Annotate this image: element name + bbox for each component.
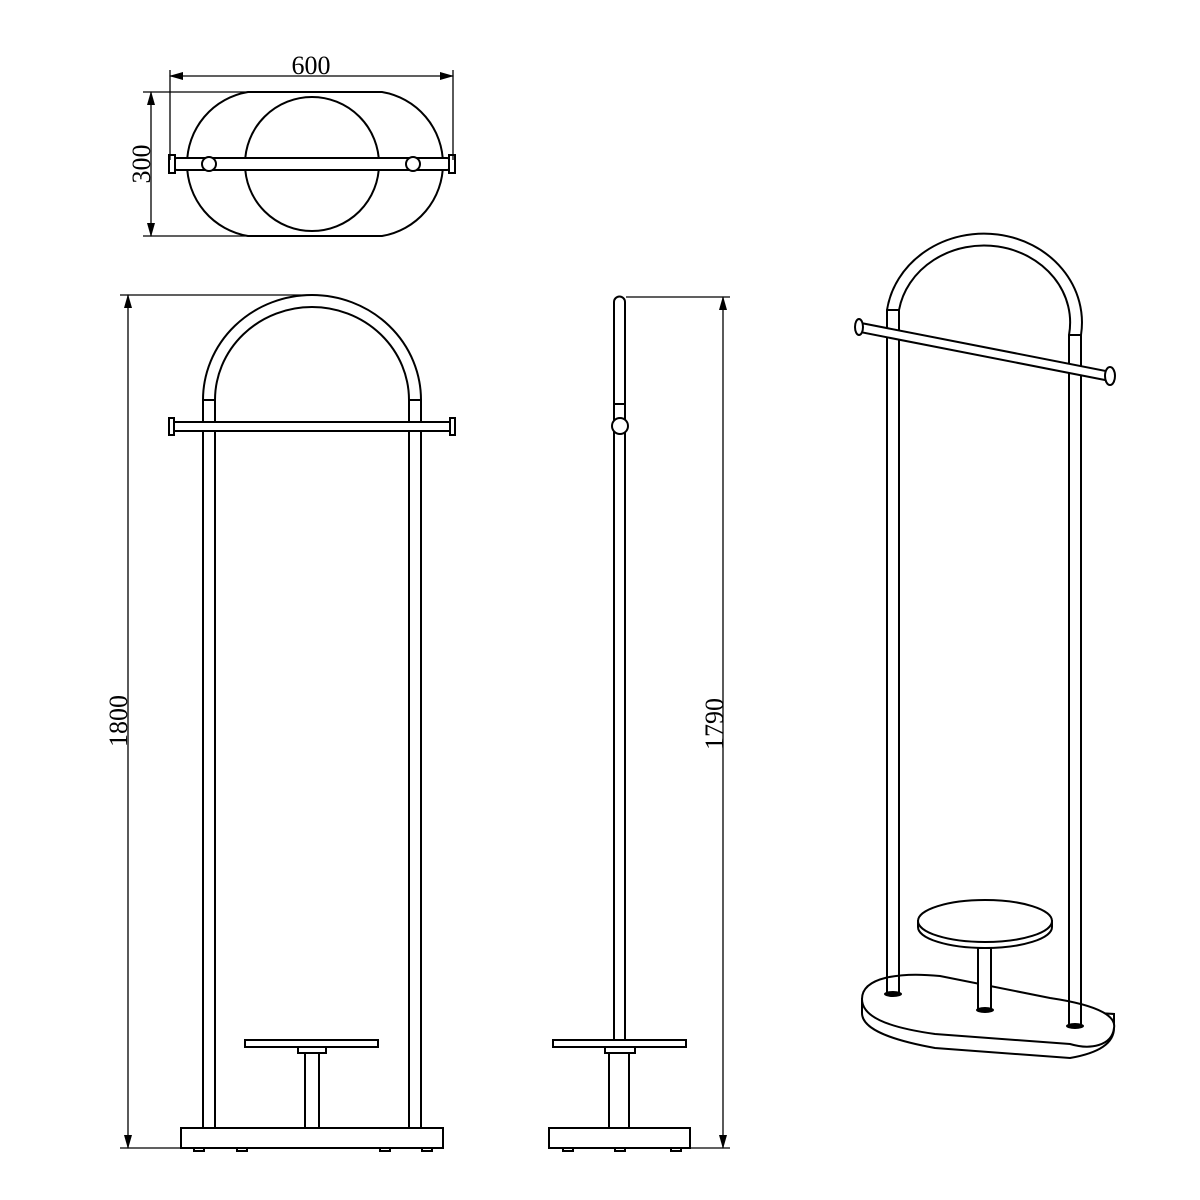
side-view-shelf [552,1039,687,1048]
top-view-left-end-cap [168,154,176,174]
front-view: 1800 [104,294,456,1152]
perspective-arch-outer [886,232,1083,1026]
top-view-left-post [201,156,217,172]
perspective-rail-end-right [1104,366,1116,386]
perspective-center-column [977,947,992,1011]
front-view-hanging-rail [172,421,452,432]
front-view-rail-end-right [449,417,456,436]
front-view-foot-3 [379,1147,391,1152]
side-view-foot-2 [614,1147,626,1152]
top-view-right-end-cap [448,154,456,174]
side-view-center-column [608,1052,630,1129]
side-view-foot-3 [670,1147,682,1152]
perspective-post-foot-right [1066,1023,1084,1029]
front-view-arch-inner [214,306,410,1129]
perspective-arch-inner [898,244,1072,1026]
front-view-foot-4 [421,1147,433,1152]
perspective-hanging-rail [858,321,1113,383]
front-view-shelf [244,1039,379,1048]
dim-depth-text: 300 [127,145,156,184]
side-view-foot-1 [562,1147,574,1152]
perspective-column-foot [976,1007,994,1013]
front-view-center-column [304,1052,320,1129]
side-view-upright [613,295,626,1129]
perspective-rail-end-left [854,318,864,336]
front-view-base [180,1127,444,1149]
front-view-rail-end-left [168,417,175,436]
front-view-foot-2 [236,1147,248,1152]
perspective-post-foot-left [884,991,902,997]
dim-side-height-text: 1790 [700,698,729,750]
top-view: 600 300 [127,51,456,237]
perspective-shelf-top [917,899,1053,943]
side-view-base [548,1127,691,1149]
front-view-arch-outer [202,294,422,1129]
dim-width-text: 600 [292,51,331,80]
side-view-rail-knob [611,417,629,435]
dim-height-text: 1800 [104,695,133,747]
top-view-base-outline [186,91,444,237]
perspective-view [854,232,1116,1060]
front-view-foot-1 [193,1147,205,1152]
side-view: 1790 [548,295,730,1152]
top-view-right-post [405,156,421,172]
